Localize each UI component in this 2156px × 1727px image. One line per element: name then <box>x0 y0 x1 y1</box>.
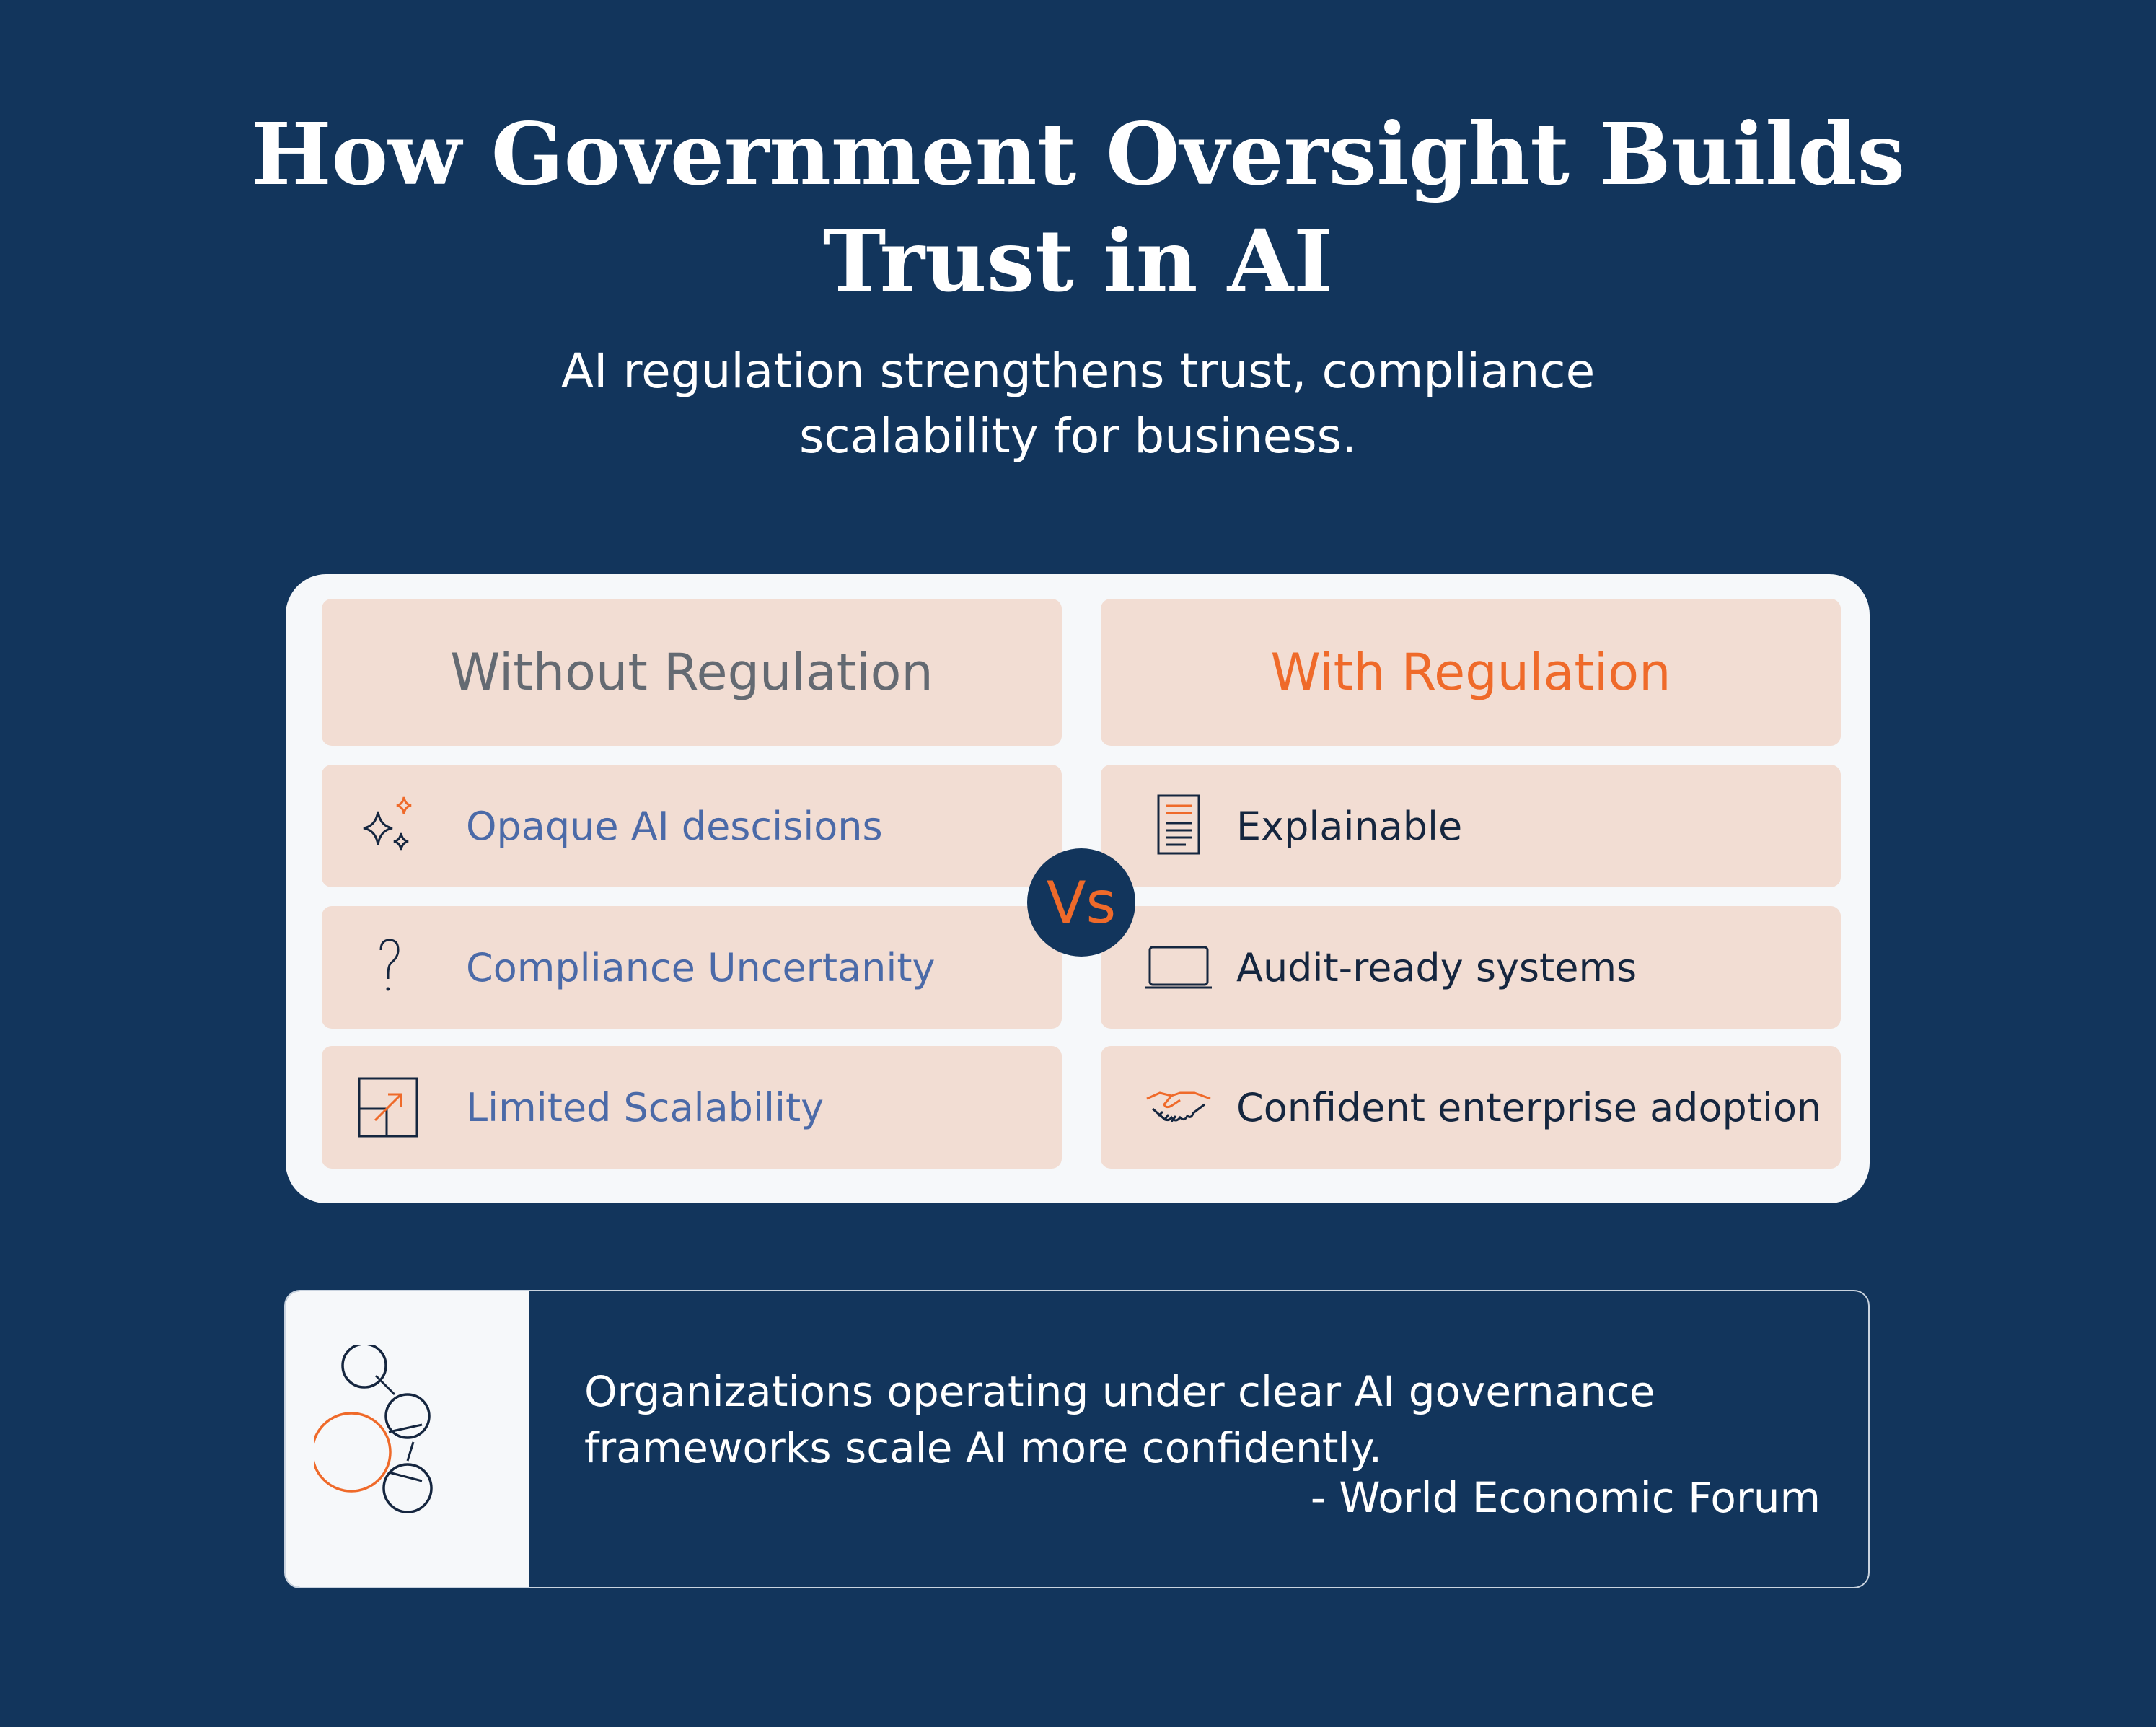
right-item-label: Audit-ready systems <box>1236 944 1637 990</box>
quote-line-2: frameworks scale AI more confidently. <box>584 1423 1383 1472</box>
left-row-scalability: Limited Scalability <box>322 1046 1062 1169</box>
scale-up-arrow-icon <box>352 1071 424 1143</box>
quote-line-1: Organizations operating under clear AI g… <box>584 1367 1655 1416</box>
page-subtitle: AI regulation strengthens trust, complia… <box>0 339 2156 469</box>
right-row-audit-ready: Audit-ready systems <box>1101 906 1841 1029</box>
vs-badge: Vs <box>1027 848 1135 957</box>
laptop-icon <box>1143 931 1215 1003</box>
right-item-label: Confident enterprise adoption <box>1236 1084 1822 1130</box>
left-item-label: Compliance Uncertanity <box>466 944 936 990</box>
quote-text: Organizations operating under clear AI g… <box>584 1363 1655 1476</box>
question-mark-icon <box>352 931 424 1003</box>
without-regulation-label: Without Regulation <box>450 643 933 702</box>
left-item-label: Limited Scalability <box>466 1084 824 1130</box>
subtitle-line-2: scalability for business. <box>798 408 1358 464</box>
right-row-enterprise-adoption: Confident enterprise adoption <box>1101 1046 1841 1169</box>
handshake-icon <box>1143 1071 1215 1143</box>
right-item-label: Explainable <box>1236 803 1463 849</box>
with-regulation-label: With Regulation <box>1270 643 1671 702</box>
left-row-opaque-decisions: Opaque AI descisions <box>322 765 1062 887</box>
quote-card: Organizations operating under clear AI g… <box>284 1290 1870 1588</box>
title-line-2: Trust in AI <box>822 211 1334 311</box>
page-title: How Government Oversight Builds Trust in… <box>0 101 2156 315</box>
comparison-board: Without Regulation With Regulation Opaqu… <box>286 574 1870 1203</box>
with-regulation-header: With Regulation <box>1101 599 1841 746</box>
subtitle-line-1: AI regulation strengthens trust, complia… <box>560 343 1596 399</box>
document-icon <box>1143 790 1215 862</box>
left-item-label: Opaque AI descisions <box>466 803 883 849</box>
without-regulation-header: Without Regulation <box>322 599 1062 746</box>
network-nodes-icon <box>286 1291 529 1587</box>
sparkles-icon <box>352 790 424 862</box>
left-row-compliance: Compliance Uncertanity <box>322 906 1062 1029</box>
quote-source: - World Economic Forum <box>1310 1473 1821 1522</box>
right-row-explainable: Explainable <box>1101 765 1841 887</box>
title-line-1: How Government Oversight Builds <box>250 104 1906 204</box>
